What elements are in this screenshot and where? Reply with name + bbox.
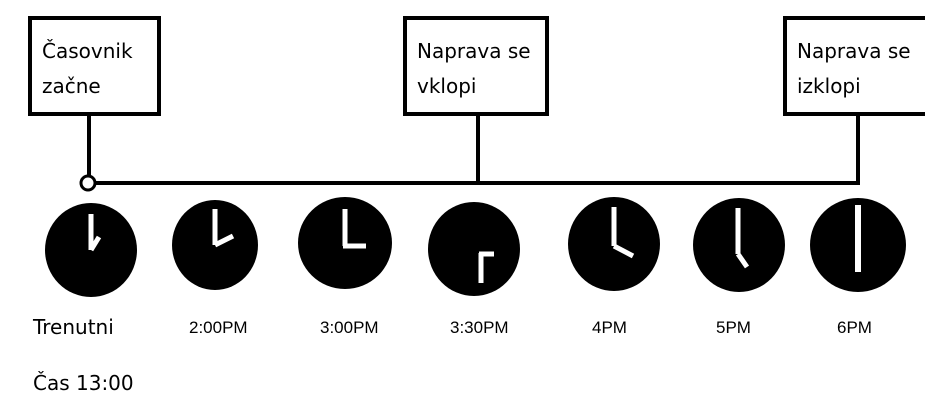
clock-5pm-icon: [693, 198, 785, 292]
clock-3pm-icon: [298, 197, 392, 289]
time-label-2pm: 2:00PM: [189, 318, 248, 337]
current-time-value: Čas 13:00: [33, 371, 134, 395]
clock-330pm-icon: [428, 202, 520, 296]
time-label-5pm: 5PM: [716, 318, 751, 337]
timeline-start-marker: [79, 174, 97, 192]
time-label-6pm: 6PM: [837, 318, 872, 337]
clock-4pm-icon: [568, 197, 660, 291]
clock-2pm-icon: [172, 200, 258, 290]
clock-6pm-icon: [810, 198, 906, 292]
time-label-3pm: 3:00PM: [320, 318, 379, 337]
clock-current-icon: [45, 203, 137, 297]
time-label-4pm: 4PM: [592, 318, 627, 337]
current-time-label: Trenutni: [33, 315, 114, 339]
time-label-330pm: 3:30PM: [450, 318, 509, 337]
callout-device-off: Naprava se izklopi: [783, 16, 925, 116]
callout-device-on: Naprava se vklopi: [403, 16, 549, 116]
callout-timer-start: Časovnik začne: [28, 16, 161, 116]
